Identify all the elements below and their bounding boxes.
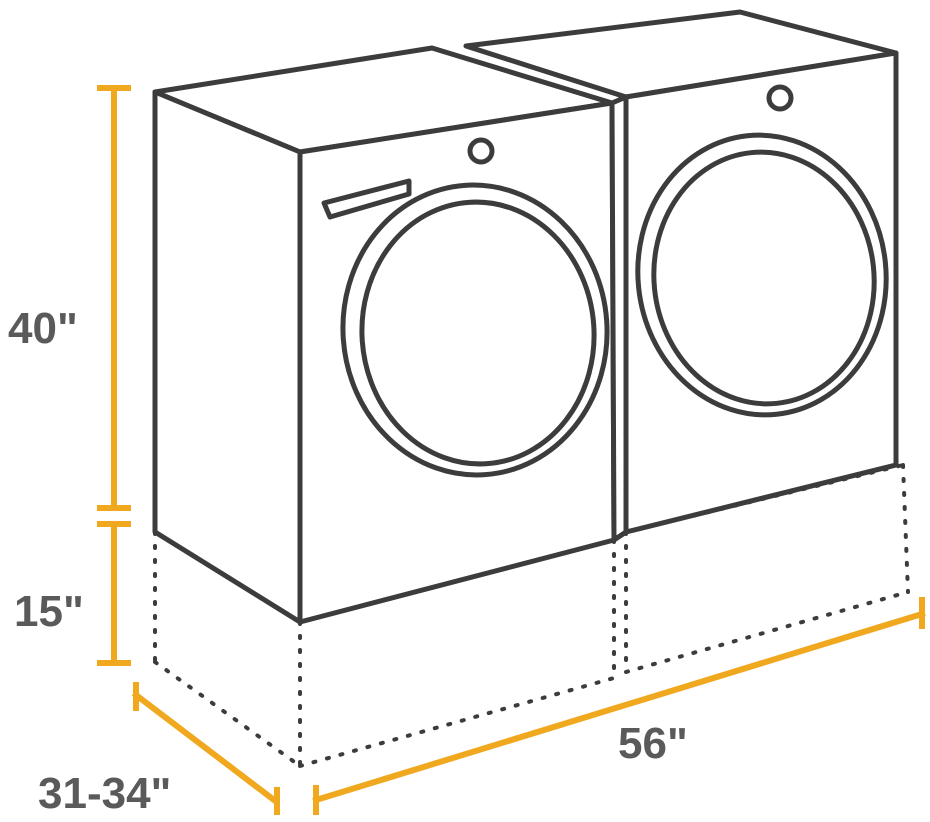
height-upper-label: 40" (8, 304, 78, 353)
height-lower-label: 15" (14, 587, 84, 636)
depth-line (131, 690, 279, 805)
dryer-door-inner (651, 149, 877, 407)
washer-knob-icon (467, 137, 495, 165)
width-line (312, 610, 926, 804)
detergent-drawer (321, 178, 412, 220)
dryer-knob-icon (766, 84, 794, 112)
washer-door-outer (340, 182, 610, 478)
washer-door-inner (359, 199, 597, 467)
dimension-lines (97, 85, 926, 815)
dryer-door-outer (635, 132, 889, 418)
dryer-front (623, 50, 899, 535)
depth-label: 31-34" (38, 769, 171, 818)
dryer-left-edge (609, 94, 629, 543)
dryer-pedestal (624, 463, 910, 674)
washer-pedestal (153, 530, 616, 768)
dryer (463, 9, 899, 543)
width-label: 56" (618, 719, 688, 768)
washer-side (152, 89, 303, 625)
washer (152, 45, 617, 625)
